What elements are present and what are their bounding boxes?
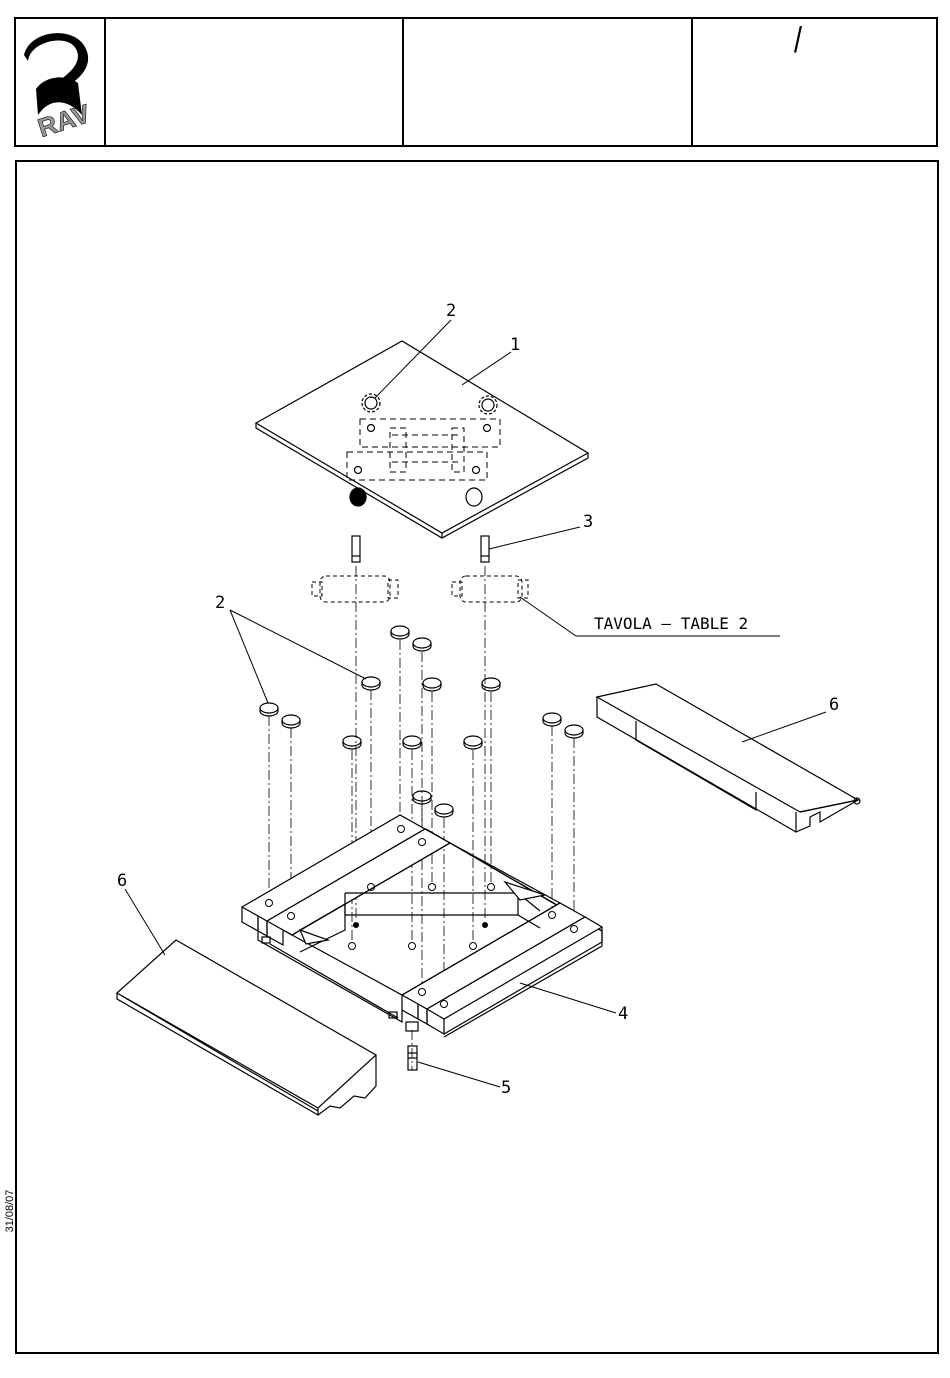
bottom-bolt xyxy=(408,1046,417,1070)
callout-3: 3 xyxy=(583,512,593,532)
load-cell-left xyxy=(312,576,398,602)
ramp-right xyxy=(597,684,860,832)
pin-right xyxy=(481,536,489,562)
callout-5: 5 xyxy=(501,1078,511,1098)
pads xyxy=(260,626,583,817)
callout-4: 4 xyxy=(618,1004,628,1024)
callout-1: 1 xyxy=(510,335,520,355)
load-cell-right xyxy=(452,576,528,602)
top-plate xyxy=(256,341,588,538)
table-reference: TAVOLA – TABLE 2 xyxy=(594,614,748,633)
base-frame xyxy=(242,815,602,1037)
callout-6-left: 6 xyxy=(117,871,127,891)
callout-2-top: 2 xyxy=(446,301,456,321)
ramp-left xyxy=(117,940,376,1115)
pin-left xyxy=(352,536,360,562)
callout-6-right: 6 xyxy=(829,695,839,715)
callout-2-left: 2 xyxy=(215,593,225,613)
